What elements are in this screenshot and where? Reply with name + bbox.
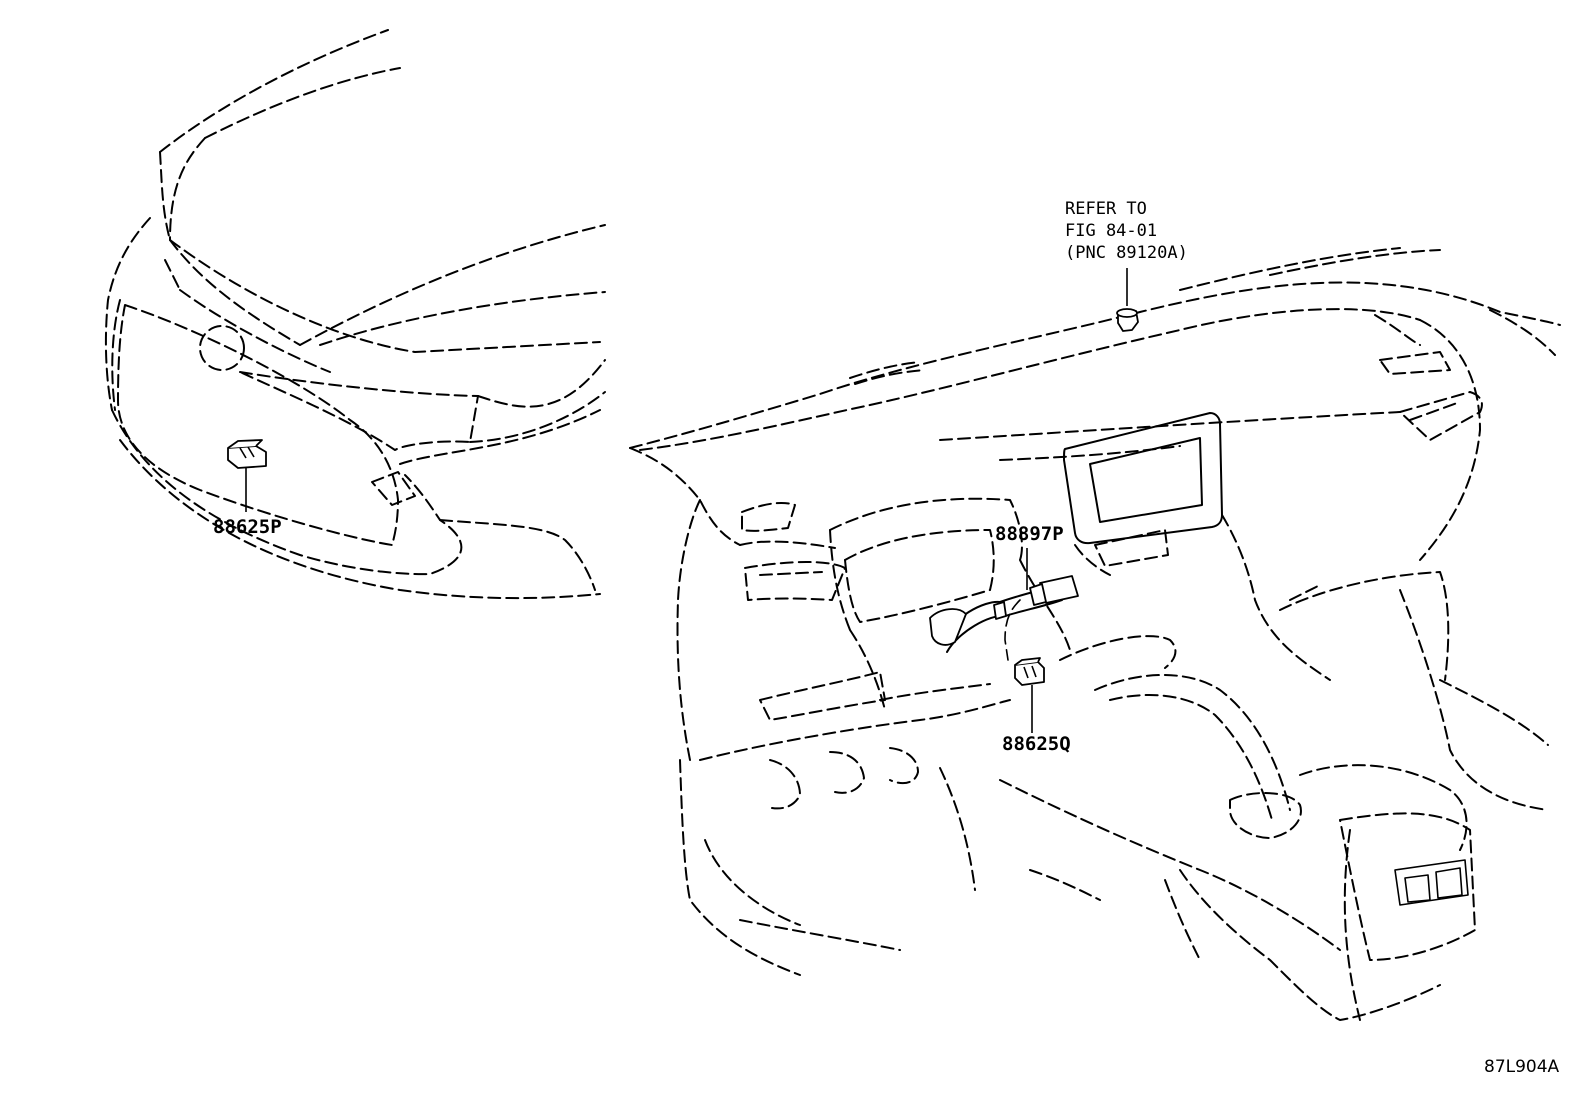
wire-harness — [929, 575, 1079, 653]
callout-88625p: 88625P — [213, 516, 282, 538]
cabin-sensor — [1014, 657, 1045, 686]
figure-id: 87L904A — [1484, 1057, 1560, 1077]
callout-88897p: 88897P — [995, 523, 1064, 545]
reference-note-line3: (PNC 89120A) — [1065, 243, 1188, 263]
vehicle-interior-dashboard — [629, 247, 1561, 1021]
reference-note-line2: FIG 84-01 — [1065, 221, 1157, 241]
reference-note-line1: REFER TO — [1065, 199, 1147, 219]
dash-top-clip — [1116, 308, 1139, 332]
vehicle-front-end — [104, 29, 606, 600]
callout-88625q: 88625Q — [1002, 733, 1071, 755]
front-radar-sensor — [227, 439, 267, 469]
